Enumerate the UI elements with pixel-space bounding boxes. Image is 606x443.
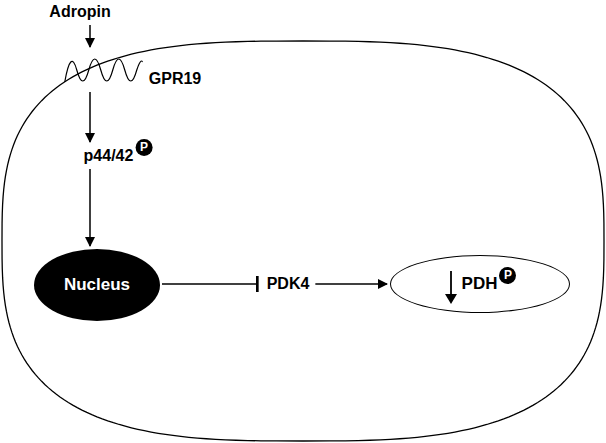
receptor-node: GPR19 [59, 50, 205, 90]
node-label: Adropin [49, 3, 110, 21]
gene-label: PDK4 [263, 273, 314, 295]
inhibition-connector [162, 283, 258, 285]
transmembrane-loops [65, 59, 143, 82]
pdh-ellipse: PDHP [390, 255, 570, 313]
kinase-label: p44/42P [80, 145, 157, 167]
arrow-connector [89, 92, 91, 142]
node-label: Nucleus [64, 275, 130, 295]
node-label: p44/42 [84, 147, 134, 165]
node-label: PDH [462, 274, 498, 294]
arrow-shaft [450, 271, 452, 296]
decrease-arrow [444, 270, 458, 304]
arrow-connector [315, 283, 387, 285]
phospho-badge: P [499, 267, 516, 284]
arrow-connector [89, 169, 91, 246]
receptor-symbol [63, 52, 143, 88]
phospho-badge: P [135, 139, 152, 156]
arrow-connector [89, 25, 91, 47]
cell-membrane [2, 41, 604, 441]
node-label: PDK4 [267, 275, 310, 293]
ligand-label: Adropin [45, 1, 114, 23]
arrow-head [445, 294, 457, 304]
nucleus-ellipse: Nucleus [34, 249, 160, 321]
node-label: GPR19 [149, 70, 201, 88]
